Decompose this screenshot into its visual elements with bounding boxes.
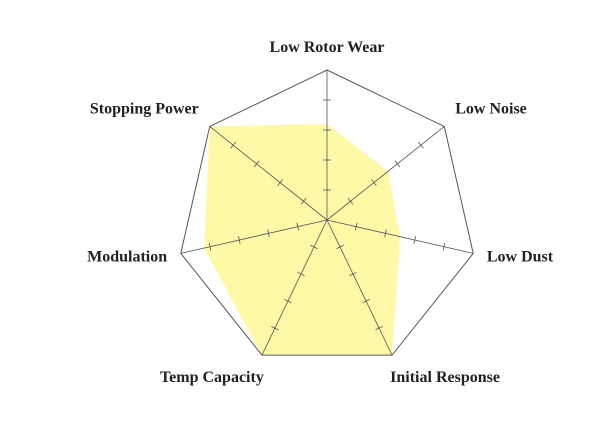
axis-tick	[267, 229, 270, 238]
axis-line	[261, 219, 328, 356]
axis-line	[326, 126, 445, 221]
axis-tick	[375, 326, 383, 331]
axis-tick	[297, 271, 305, 277]
axis-label: Stopping Power	[90, 101, 199, 118]
axis-label: Low Noise	[455, 101, 527, 118]
axis-tick	[271, 326, 279, 331]
axis-line	[326, 219, 474, 254]
axis-label: Initial Response	[390, 369, 500, 386]
axis-tick	[347, 197, 354, 205]
axis-tick	[371, 179, 377, 186]
axis-label: Temp Capacity	[160, 369, 264, 386]
outer-frame	[180, 69, 474, 356]
series-area	[204, 124, 401, 356]
axis-tick	[354, 222, 358, 231]
axis-line	[180, 219, 328, 254]
axis-tick	[284, 298, 292, 304]
axis-tick	[237, 236, 241, 245]
axis-tick	[362, 298, 370, 304]
axis-tick	[253, 160, 260, 168]
axis-tick	[384, 229, 387, 238]
axis-tick	[300, 197, 307, 205]
axis-line	[209, 126, 328, 221]
axis-tick	[336, 244, 344, 250]
axis-tick	[310, 244, 318, 250]
axis-tick	[442, 242, 446, 251]
axis-tick	[349, 271, 357, 277]
axis-tick	[230, 141, 236, 149]
axis-tick	[208, 242, 212, 251]
axis-tick	[394, 160, 401, 168]
axis-tick	[296, 222, 300, 231]
axis-label: Modulation	[87, 248, 167, 265]
axis-tick	[418, 141, 424, 149]
axis-tick	[277, 179, 283, 186]
axis-tick	[413, 236, 417, 245]
axis-label: Low Dust	[487, 248, 554, 265]
axis-line	[326, 219, 393, 356]
axis-label: Low Rotor Wear	[270, 39, 385, 56]
